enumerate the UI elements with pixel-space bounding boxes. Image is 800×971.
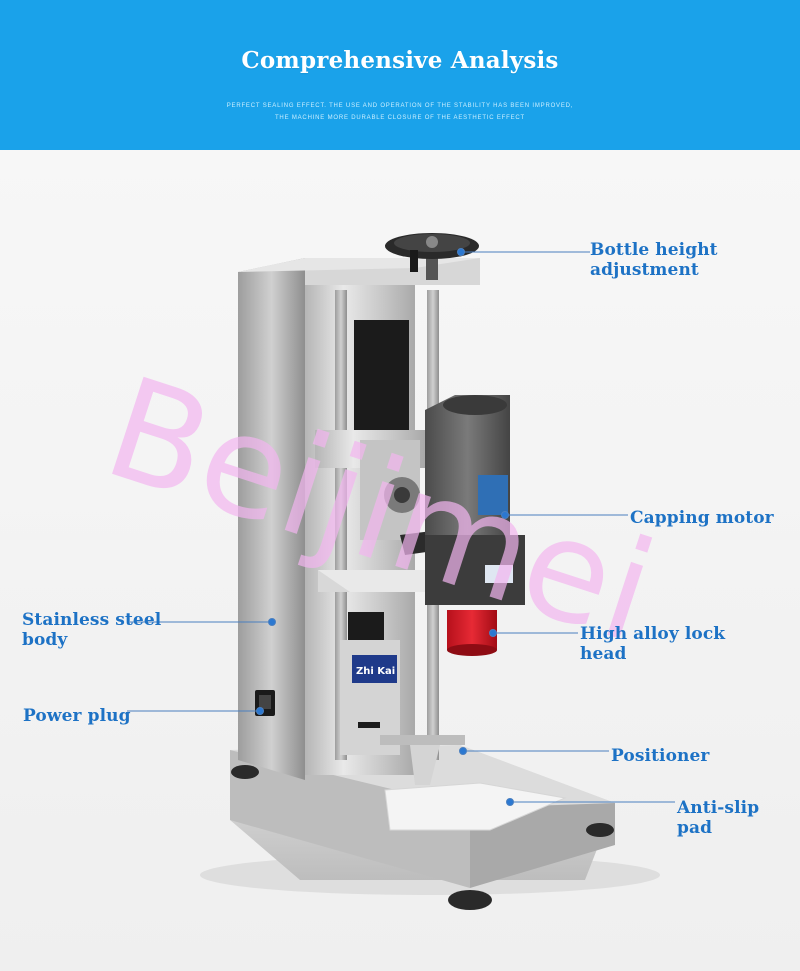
anti-slip-pad-shape [384, 782, 567, 831]
label-stainless-body: Stainless steel body [22, 610, 161, 650]
foot-right [586, 823, 614, 837]
header-banner: Comprehensive Analysis PERFECT SEALING E… [0, 0, 800, 150]
callout-lines [127, 248, 675, 806]
handwheel [385, 233, 479, 280]
label-bottle-height: Bottle height adjustment [590, 240, 718, 280]
label-power-plug: Power plug [23, 706, 131, 726]
label-anti-slip-pad: Anti-slip pad [677, 798, 759, 838]
label-stainless-body-line-2: body [22, 630, 68, 650]
label-stainless-body-line-1: Stainless steel [22, 610, 162, 630]
page-title: Comprehensive Analysis [241, 47, 559, 74]
header-subtitle-line-2: THE MACHINE MORE DURABLE CLOSURE OF THE … [274, 115, 526, 121]
column-window [354, 320, 409, 430]
label-anti-slip-pad-line-2: pad [677, 818, 713, 838]
front-panel: Zhi Kai [340, 640, 400, 755]
capping-motor-shape [425, 395, 525, 605]
label-bottle-height-line-2: adjustment [590, 260, 699, 280]
label-high-alloy-head-line-1: High alloy lock [580, 624, 726, 644]
label-anti-slip-pad-line-1: Anti-slip [677, 798, 760, 818]
label-bottle-height-line-1: Bottle height [590, 240, 718, 260]
label-high-alloy-head: High alloy lock head [580, 624, 725, 664]
positioner-shape [380, 735, 465, 785]
foot-left [231, 765, 259, 779]
label-high-alloy-head-line-2: head [580, 644, 627, 664]
brand-plate-text: Zhi Kai [356, 666, 395, 677]
lock-head [447, 610, 497, 656]
foot-front [448, 890, 492, 910]
label-capping-motor: Capping motor [630, 508, 774, 528]
header-subtitle-line-1: PERFECT SEALING EFFECT. THE USE AND OPER… [226, 103, 574, 109]
label-positioner: Positioner [611, 746, 710, 766]
